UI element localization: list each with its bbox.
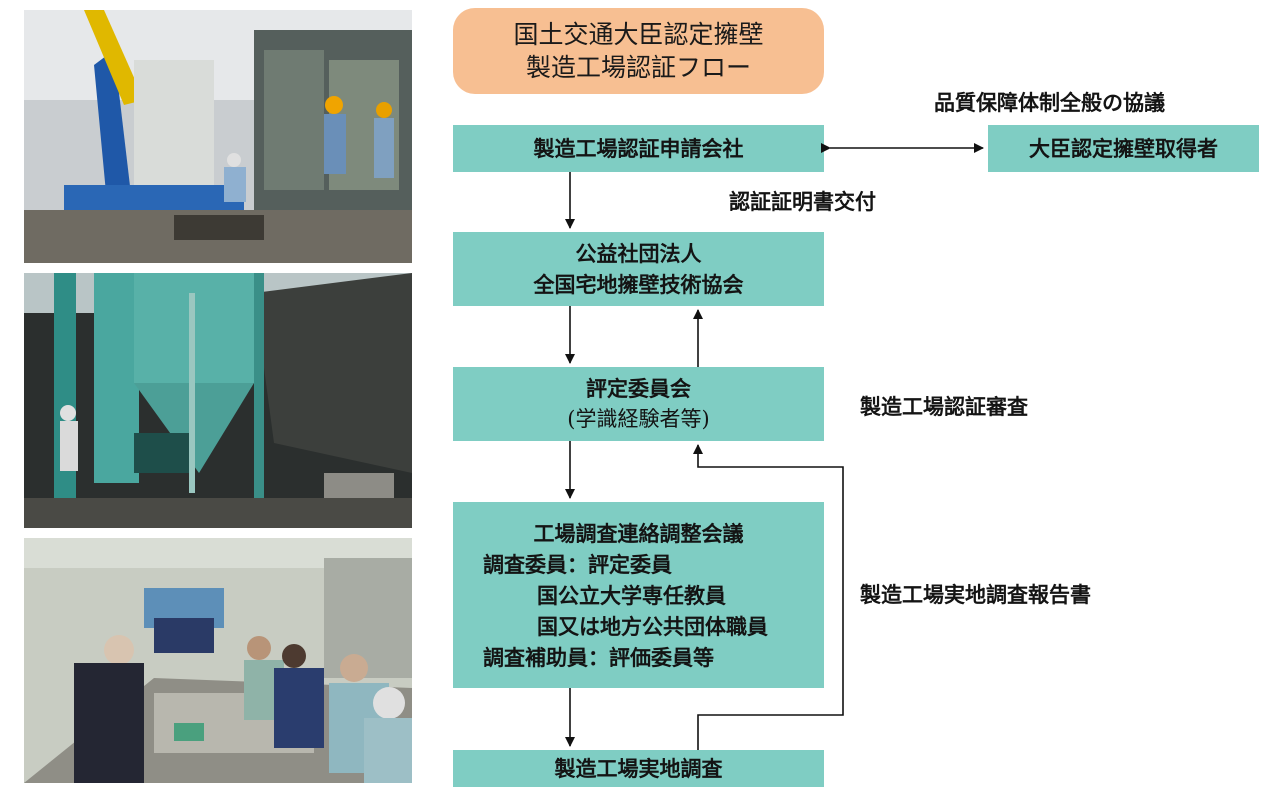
evaluation-committee-box: 評定委員会 (学識経験者等) — [453, 367, 824, 441]
committee-label-2: (学識経験者等) — [567, 407, 710, 431]
flow-title-line2: 製造工場認証フロー — [525, 53, 751, 82]
consultation-label: 品質保障体制全般の協議 — [934, 90, 1165, 115]
association-box: 公益社団法人 全国宅地擁壁技術協会 — [453, 232, 824, 306]
committee-label-1: 評定委員会 — [586, 376, 691, 401]
applicant-company-label: 製造工場認証申請会社 — [533, 136, 744, 161]
meeting-title: 工場調査連絡調整会議 — [533, 520, 744, 546]
meeting-line-3: 国又は地方公共団体職員 — [537, 613, 768, 639]
arrow-survey-report-to-committee — [693, 444, 844, 750]
association-label-2: 全国宅地擁壁技術協会 — [533, 272, 744, 297]
factory-silo-photo — [24, 273, 412, 528]
applicant-company-box: 製造工場認証申請会社 — [453, 125, 824, 172]
review-label: 製造工場認証審査 — [860, 394, 1028, 419]
approval-holder-box: 大臣認定擁壁取得者 — [988, 125, 1259, 172]
meeting-line-2: 国公立大学専任教員 — [537, 582, 726, 608]
report-label: 製造工場実地調査報告書 — [860, 582, 1091, 607]
flow-title: 国土交通大臣認定擁壁 製造工場認証フロー — [453, 8, 824, 94]
approval-holder-label: 大臣認定擁壁取得者 — [1029, 136, 1218, 161]
site-survey-label: 製造工場実地調査 — [554, 756, 723, 781]
certificate-issue-label: 認証証明書交付 — [729, 189, 876, 214]
meeting-line-1: 調査委員：評定委員 — [483, 551, 672, 577]
meeting-line-4: 調査補助員：評価委員等 — [483, 644, 714, 670]
association-label-1: 公益社団法人 — [575, 241, 702, 266]
factory-crane-photo — [24, 10, 412, 263]
flow-title-line1: 国土交通大臣認定擁壁 — [513, 20, 764, 49]
meeting-room-photo — [24, 538, 412, 783]
site-survey-box: 製造工場実地調査 — [453, 750, 824, 787]
coordination-meeting-box: 工場調査連絡調整会議 調査委員：評定委員 国公立大学専任教員 国又は地方公共団体… — [453, 502, 824, 688]
